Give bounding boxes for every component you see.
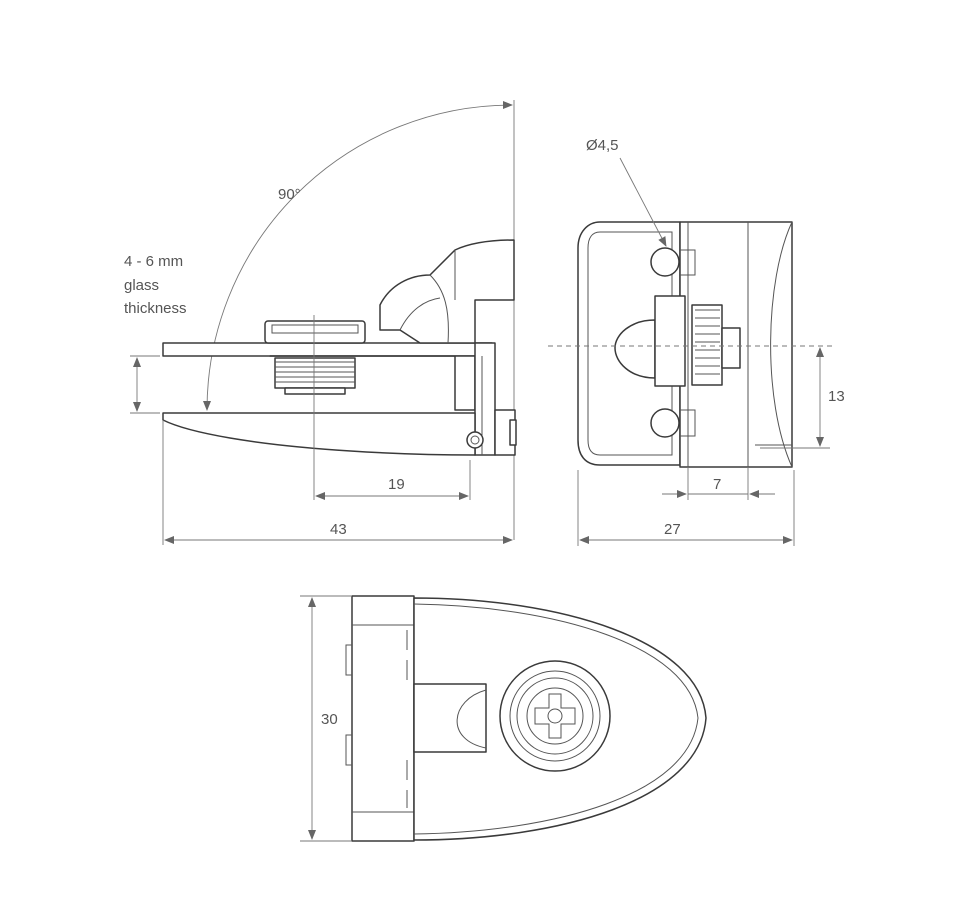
front-view bbox=[548, 157, 832, 546]
hole-bottom bbox=[650, 408, 680, 438]
label-13: 13 bbox=[828, 388, 845, 405]
clamp-body bbox=[269, 355, 476, 411]
hinge-mount bbox=[379, 239, 515, 344]
label-angle: 90° bbox=[278, 186, 301, 203]
pivot-screw bbox=[466, 431, 484, 449]
side-view bbox=[130, 100, 517, 545]
screw-dome bbox=[614, 319, 656, 379]
label-glass-2: glass bbox=[124, 277, 159, 294]
label-7: 7 bbox=[713, 476, 721, 493]
hole-top bbox=[650, 247, 680, 277]
label-19: 19 bbox=[388, 476, 405, 493]
label-glass-1: 4 - 6 mm bbox=[124, 253, 183, 270]
label-hole-diameter: Ø4,5 bbox=[586, 137, 619, 154]
label-30: 30 bbox=[321, 711, 338, 728]
top-view bbox=[300, 595, 707, 842]
lower-jaw bbox=[162, 412, 476, 456]
screw-head bbox=[264, 320, 366, 344]
screw-outer-ring bbox=[499, 660, 611, 772]
threaded-shaft bbox=[274, 357, 356, 389]
angle-arc bbox=[203, 101, 513, 411]
label-glass-3: thickness bbox=[124, 300, 187, 317]
hole-leader bbox=[619, 157, 667, 247]
label-43: 43 bbox=[330, 521, 347, 538]
top-back-plate bbox=[351, 595, 415, 842]
upper-jaw bbox=[162, 342, 493, 357]
label-27: 27 bbox=[664, 521, 681, 538]
phillips-cross bbox=[534, 693, 576, 739]
